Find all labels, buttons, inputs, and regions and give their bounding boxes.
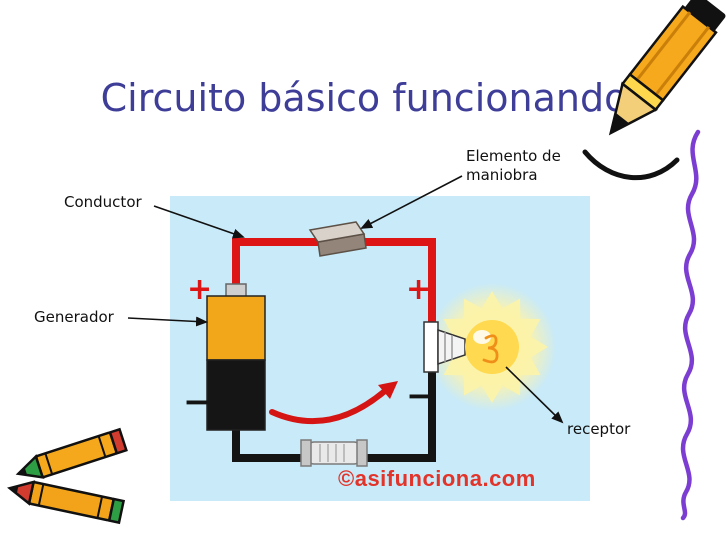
circuit-panel: ©asifunciona.com: [170, 196, 590, 501]
plus-symbol-battery: +: [187, 272, 213, 307]
pencil-stroke: [582, 149, 680, 181]
minus-symbol-bulb: −: [406, 376, 435, 416]
crayons-decoration-icon: [7, 427, 128, 525]
page-title: Circuito básico funcionando: [100, 76, 628, 120]
plus-symbol-bulb: +: [406, 272, 432, 307]
circuit-diagram: [206, 221, 556, 467]
minus-symbol-battery: −: [183, 382, 212, 422]
label-generador: Generador: [34, 308, 114, 326]
fuse-icon: [300, 439, 368, 467]
knife-switch-icon: [308, 221, 367, 257]
watermark: ©asifunciona.com: [338, 466, 536, 491]
label-receptor: receptor: [567, 420, 631, 438]
label-elemento-de-maniobra: Elemento de maniobra: [466, 147, 561, 184]
light-bulb-icon: [465, 320, 519, 374]
current-direction-arrow-icon: [269, 381, 398, 425]
battery-generator-icon: [206, 283, 266, 431]
bulb-socket: [423, 321, 466, 373]
label-conductor: Conductor: [64, 193, 142, 211]
bulb-filament: [482, 334, 499, 364]
purple-squiggle-icon: [680, 129, 701, 521]
